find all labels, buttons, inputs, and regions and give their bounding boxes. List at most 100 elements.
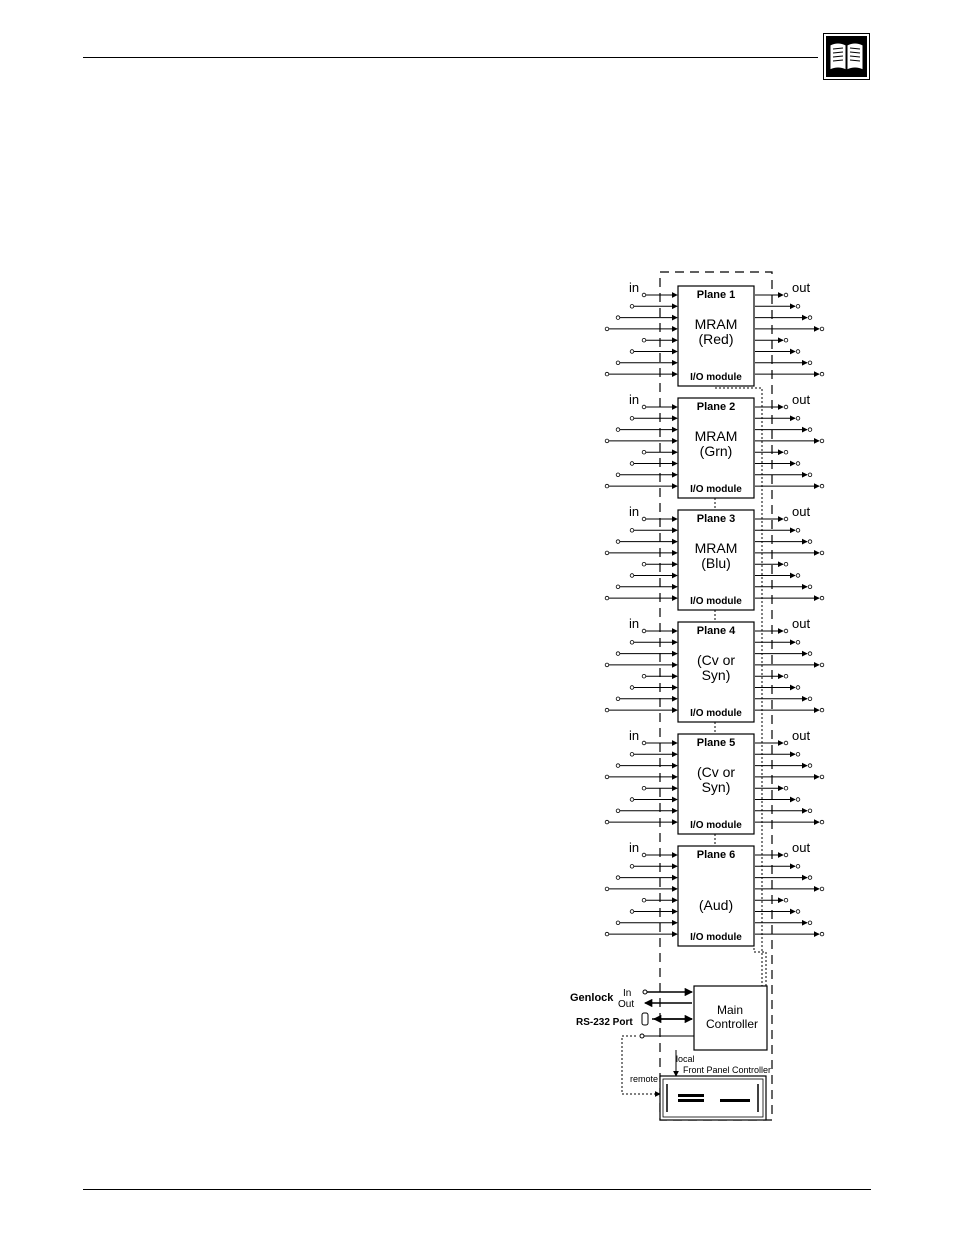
plane-box [677, 397, 755, 499]
input-connector [615, 808, 621, 813]
plane-line-1: MRAM [695, 428, 738, 444]
output-connector [819, 438, 825, 444]
out-label: out [792, 728, 810, 743]
input-connector [641, 628, 647, 634]
output-connector [807, 651, 813, 656]
output-connector [783, 852, 789, 858]
input-connector [641, 292, 647, 298]
plane-title: Plane 3 [697, 513, 736, 525]
out-label: out [792, 616, 810, 631]
controller-line-1: Main [717, 1003, 743, 1017]
plane-line-1: MRAM [695, 316, 738, 332]
main-controller-box [693, 985, 768, 1051]
output-connector [783, 628, 789, 634]
output-connector [819, 483, 825, 489]
control-bus-dotted [714, 387, 767, 988]
output-connector [807, 763, 813, 768]
plane-box [677, 621, 755, 723]
output-connector [807, 360, 813, 365]
plane-line-2: (Blu) [701, 555, 731, 571]
input-connector [615, 875, 621, 880]
output-connector [783, 292, 789, 298]
plane-box [677, 285, 755, 387]
out-label: out [792, 504, 810, 519]
output-connector [807, 696, 813, 701]
plane-title: Plane 1 [697, 289, 736, 301]
rs232-label: RS-232 Port [576, 1017, 633, 1028]
input-connector [615, 920, 621, 925]
input-connector [641, 450, 647, 455]
output-connector [819, 371, 825, 377]
output-connector [783, 740, 789, 746]
output-connector [819, 819, 825, 825]
input-connector [604, 819, 610, 825]
input-connector [629, 685, 635, 690]
genlock-out-label: Out [618, 999, 634, 1010]
output-connector [807, 315, 813, 320]
in-label: in [629, 280, 639, 295]
io-module-label: I/O module [690, 932, 742, 943]
front-panel-buttons [678, 1094, 750, 1102]
io-module-label: I/O module [690, 596, 742, 607]
input-connector [604, 774, 610, 780]
output-connector [783, 338, 789, 343]
output-connector [807, 920, 813, 925]
input-connector [615, 696, 621, 701]
input-connector [641, 338, 647, 343]
input-connector [604, 550, 610, 556]
output-connector [783, 786, 789, 791]
output-connector [819, 595, 825, 601]
out-label: out [792, 280, 810, 295]
output-connector [807, 584, 813, 589]
output-connector [783, 404, 789, 410]
controller-line-2: Controller [706, 1017, 758, 1031]
output-connector [795, 461, 801, 466]
input-connector [604, 931, 610, 937]
plane-line-1: MRAM [695, 540, 738, 556]
output-connector [795, 349, 801, 354]
io-module-label: I/O module [690, 820, 742, 831]
plane-title: Plane 4 [697, 625, 736, 637]
output-connector [783, 562, 789, 567]
remote-link-dotted [621, 1035, 661, 1097]
input-connector [641, 562, 647, 567]
input-connector [629, 304, 635, 309]
remote-label: remote [630, 1074, 658, 1084]
plane-box [677, 845, 755, 947]
in-label: in [629, 392, 639, 407]
output-connector [819, 662, 825, 668]
input-connector [604, 662, 610, 668]
output-connector [819, 707, 825, 713]
input-connector [629, 752, 635, 757]
in-label: in [629, 616, 639, 631]
plane-box [677, 733, 755, 835]
genlock-in-label: In [623, 988, 631, 999]
output-connector [795, 416, 801, 421]
plane-title: Plane 2 [697, 401, 736, 413]
output-connector [795, 528, 801, 533]
input-connector [604, 326, 610, 332]
output-connector [819, 931, 825, 937]
input-connector [604, 707, 610, 713]
plane-line-2: Syn) [702, 779, 731, 795]
output-connector [807, 427, 813, 432]
output-connector [795, 797, 801, 802]
output-connector [795, 573, 801, 578]
plane-title: Plane 6 [697, 849, 736, 861]
genlock-connectors [639, 987, 694, 1039]
output-connector [819, 326, 825, 332]
io-module-label: I/O module [690, 372, 742, 383]
plane-line-1: (Aud) [699, 897, 733, 913]
input-connector [629, 349, 635, 354]
input-connector [615, 539, 621, 544]
input-connector [629, 864, 635, 869]
in-label: in [629, 504, 639, 519]
output-connector [807, 875, 813, 880]
